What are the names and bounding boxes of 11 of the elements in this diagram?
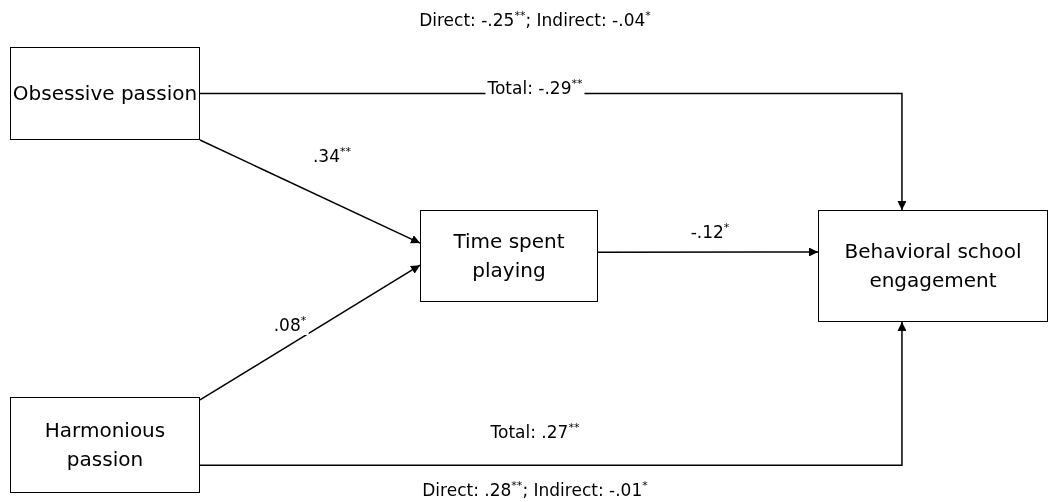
arrow (199, 321, 907, 466)
variable-box: Obsessive passion (10, 47, 200, 140)
arrow (199, 139, 421, 244)
variable-box: Behavioral school engagement (818, 210, 1048, 322)
effect-label: Direct: .28$^{**}$; Indirect: -.01$^{*}$ (420, 480, 650, 500)
variable-box: Harmonious passion (10, 397, 200, 493)
effect-label: Direct: -.25$^{**}$; Indirect: -.04$^{*}$ (417, 10, 653, 30)
variable-box: Time spent playing (420, 210, 598, 302)
path-coefficient: Total: -.29$^{**}$ (485, 78, 585, 98)
arrow (597, 247, 819, 257)
arrow (199, 264, 421, 401)
